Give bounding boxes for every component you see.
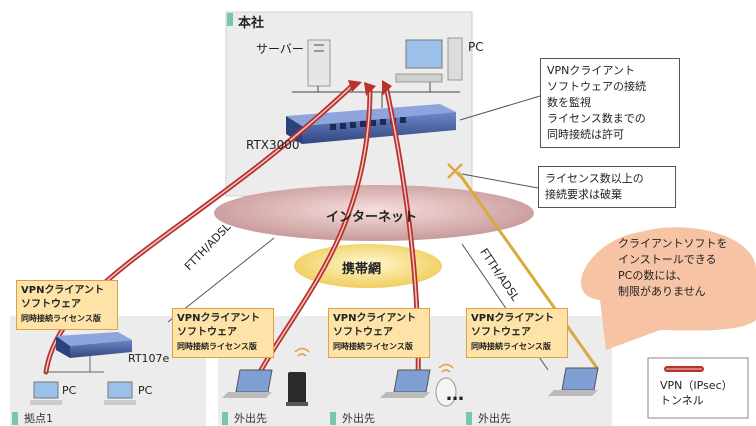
ellipsis: …	[446, 384, 464, 405]
branch-location-label: 拠点1	[12, 412, 53, 425]
client-box-line3: 同時接続ライセンス版	[177, 342, 257, 351]
client-software-box-outside-2: VPNクライアント ソフトウェア 同時接続ライセンス版	[328, 308, 430, 358]
client-box-line3: 同時接続ライセンス版	[21, 314, 101, 323]
laptop-icon-2	[380, 369, 431, 398]
callout-monitor-line: 同時接続は許可	[547, 128, 624, 141]
laptop-icon-1	[222, 369, 273, 398]
outside-location-label-1: 外出先	[222, 412, 267, 425]
speech-line: インストールできる	[618, 253, 717, 266]
pc-icon	[395, 37, 463, 83]
branch-pc-icon-2	[104, 381, 136, 405]
mobile-router-icon	[286, 372, 308, 406]
reject-x-icon	[447, 163, 463, 179]
server-label: サーバー	[256, 42, 304, 56]
hq-title-bar-accent	[227, 13, 233, 26]
client-software-box-outside-1: VPNクライアント ソフトウェア 同時接続ライセンス版	[172, 308, 274, 358]
hq-title: 本社	[238, 16, 265, 31]
callout-monitor-line: VPNクライアント	[547, 64, 635, 77]
branch-pc-icon-1	[30, 381, 62, 405]
legend-text: VPN（IPsec） トンネル	[660, 378, 733, 408]
client-box-line1: VPNクライアント	[471, 313, 555, 324]
callout-reject-pointer	[461, 173, 539, 189]
callout-reject-line: ライセンス数以上の	[545, 172, 644, 185]
callout-monitor-line: 数を監視	[547, 96, 591, 109]
hq-lan-line	[292, 82, 460, 108]
branch-pc-label-1: PC	[62, 384, 77, 397]
callout-monitor-line: ライセンス数までの	[547, 112, 646, 125]
client-box-line1: VPNクライアント	[177, 313, 261, 324]
branch-lan-line	[44, 356, 104, 373]
callout-reject-line: 接続要求は破棄	[545, 188, 622, 201]
pc-label: PC	[468, 40, 484, 54]
speech-bubble-text: クライアントソフトを インストールできる PCの数には、 制限がありません	[618, 236, 748, 300]
speech-line: クライアントソフトを	[618, 237, 728, 250]
mobile-network-label: 携帯網	[342, 262, 382, 277]
callout-monitor: VPNクライアント ソフトウェアの接続 数を監視 ライセンス数までの 同時接続は…	[540, 58, 680, 148]
server-icon	[307, 39, 331, 87]
client-box-line2: ソフトウェア	[177, 327, 237, 338]
client-box-line2: ソフトウェア	[333, 327, 393, 338]
client-box-line3: 同時接続ライセンス版	[333, 342, 413, 351]
client-box-line3: 同時接続ライセンス版	[471, 342, 551, 351]
rtx3000-label: RTX3000	[246, 138, 300, 152]
vpn-tunnel-outside1-core	[259, 87, 371, 373]
client-box-line2: ソフトウェア	[471, 327, 531, 338]
client-box-line1: VPNクライアント	[21, 285, 105, 296]
speech-line: 制限がありません	[618, 285, 706, 298]
callout-monitor-line: ソフトウェアの接続	[547, 80, 646, 93]
rt107e-router-icon	[56, 332, 132, 358]
client-box-line1: VPNクライアント	[333, 313, 417, 324]
rt107e-label: RT107e	[128, 352, 170, 365]
legend-line1: VPN（IPsec）	[660, 379, 733, 392]
rejected-connection-line	[456, 171, 599, 369]
outside-location-label-2: 外出先	[330, 412, 375, 425]
wireless-icon-1	[294, 347, 310, 357]
speech-bubble	[581, 227, 756, 350]
client-software-box-branch: VPNクライアント ソフトウェア 同時接続ライセンス版	[16, 280, 118, 330]
outside-location-label-3: 外出先	[466, 412, 511, 425]
laptop-icon-3	[548, 367, 599, 396]
client-software-box-outside-3: VPNクライアント ソフトウェア 同時接続ライセンス版	[466, 308, 568, 358]
legend-box	[647, 357, 749, 419]
internet-label: インターネット	[326, 210, 418, 225]
speech-line: PCの数には、	[618, 269, 688, 282]
client-box-line2: ソフトウェア	[21, 299, 81, 310]
legend-line2: トンネル	[660, 394, 704, 407]
data-card-icon	[435, 377, 457, 407]
wireless-icon-2	[438, 363, 454, 373]
callout-monitor-pointer	[459, 95, 541, 121]
callout-reject: ライセンス数以上の 接続要求は破棄	[538, 166, 676, 208]
vpn-arrowheads	[348, 80, 392, 96]
internet-cloud	[214, 185, 534, 241]
branch-pc-label-2: PC	[138, 384, 153, 397]
